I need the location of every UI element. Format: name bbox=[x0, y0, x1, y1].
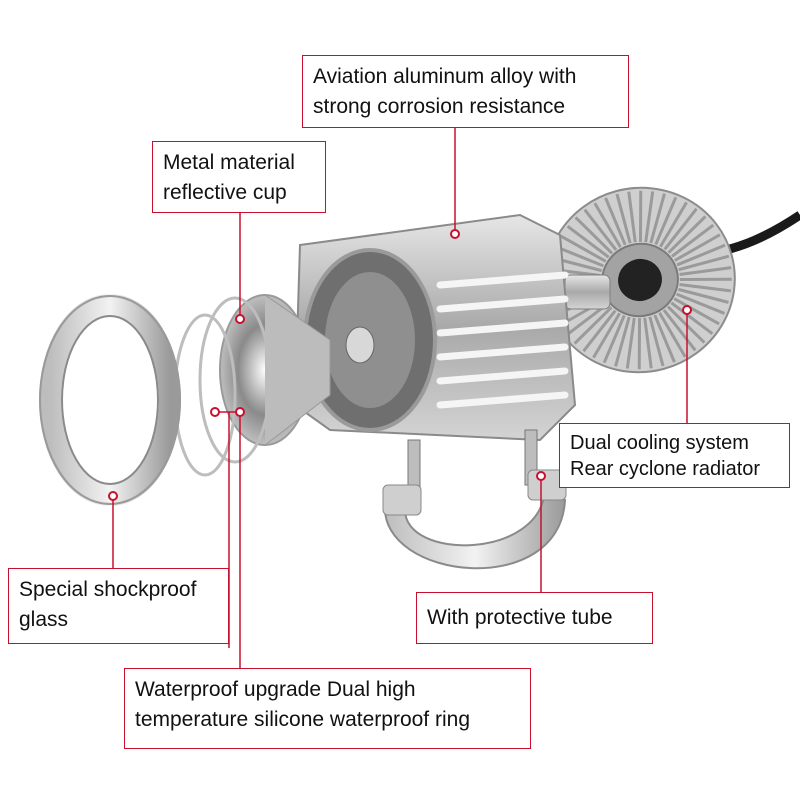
radiator-fin bbox=[676, 243, 726, 267]
radiator-fin bbox=[566, 225, 610, 259]
marker-glass bbox=[108, 491, 118, 501]
reflective-cup bbox=[219, 294, 331, 446]
marker-tube bbox=[536, 471, 546, 481]
callout-waterproof-line2: temperature silicone waterproof ring bbox=[135, 708, 470, 731]
radiator-fin bbox=[663, 207, 698, 251]
marker-waterproof-a bbox=[210, 407, 220, 417]
radiator-fin bbox=[554, 245, 604, 268]
radiator-fin bbox=[602, 314, 626, 364]
radiator-fin bbox=[574, 216, 614, 255]
callout-tube-line1: With protective tube bbox=[427, 606, 613, 629]
radiator-fin bbox=[649, 193, 666, 244]
radiator-fin bbox=[639, 190, 643, 242]
radiator-fin bbox=[582, 309, 617, 353]
radiator-fin bbox=[676, 292, 726, 315]
radiator-fin bbox=[671, 223, 715, 258]
radiator-fin bbox=[670, 301, 714, 335]
housing-fin bbox=[436, 391, 569, 409]
radiator-fin bbox=[659, 201, 688, 248]
radiator-fin bbox=[678, 254, 730, 272]
main-housing bbox=[293, 213, 577, 442]
radiator-connector bbox=[564, 274, 611, 310]
callout-cooling-line1: Dual cooling system bbox=[570, 432, 749, 454]
radiator-fin bbox=[674, 233, 721, 262]
radiator-fin bbox=[583, 208, 618, 251]
radiator-fin bbox=[666, 305, 706, 344]
radiator-fin bbox=[662, 309, 697, 352]
callout-reflective-cup-line2: reflective cup bbox=[163, 181, 287, 204]
radiator-fin bbox=[678, 287, 729, 304]
radiator-fin bbox=[625, 317, 636, 369]
mounting-clamp bbox=[382, 429, 567, 570]
marker-cooling bbox=[682, 305, 692, 315]
callout-aluminum-line2: strong corrosion resistance bbox=[313, 95, 566, 118]
radiator-fin bbox=[614, 316, 631, 367]
radiator-fin bbox=[667, 215, 707, 254]
callout-reflective-cup-line1: Metal material bbox=[163, 151, 295, 174]
radiator-fin bbox=[604, 197, 627, 246]
radiator-fin bbox=[679, 277, 732, 281]
radiator-fin bbox=[654, 196, 678, 246]
radiator-fin bbox=[573, 306, 613, 345]
shockproof-glass-ring bbox=[39, 294, 181, 506]
callout-aluminum-line1: Aviation aluminum alloy with bbox=[313, 65, 577, 88]
radiator-fin bbox=[592, 312, 621, 359]
radiator-fin bbox=[643, 317, 653, 369]
housing-fin bbox=[436, 367, 569, 385]
housing-fin bbox=[436, 343, 569, 361]
radiator-fin bbox=[658, 312, 687, 358]
radiator-fin bbox=[653, 314, 676, 363]
radiator-fin bbox=[560, 234, 607, 263]
callout-reflective-cup: Metal material reflective cup bbox=[152, 141, 326, 213]
callout-aluminum: Aviation aluminum alloy with strong corr… bbox=[302, 55, 629, 128]
radiator-fin bbox=[679, 282, 732, 293]
callout-cooling: Dual cooling system Rear cyclone radiato… bbox=[559, 423, 790, 488]
housing-fin bbox=[436, 319, 569, 337]
marker-reflective-cup bbox=[235, 314, 245, 324]
marker-waterproof-b bbox=[235, 407, 245, 417]
radiator-fin bbox=[648, 316, 665, 367]
callout-waterproof-line1: Waterproof upgrade Dual high bbox=[135, 678, 416, 701]
callout-glass-line2: glass bbox=[19, 608, 69, 631]
radiator-fin bbox=[627, 191, 637, 243]
callout-tube: With protective tube bbox=[416, 592, 653, 644]
marker-aluminum bbox=[450, 229, 460, 239]
radiator-fin bbox=[593, 202, 622, 248]
callout-waterproof: Waterproof upgrade Dual high temperature… bbox=[124, 668, 531, 749]
callout-cooling-line2: Rear cyclone radiator bbox=[570, 458, 761, 480]
callout-glass-line1: Special shockproof bbox=[19, 578, 197, 601]
radiator-fin bbox=[644, 191, 655, 243]
radiator-fin bbox=[615, 193, 632, 244]
radiator-fin bbox=[637, 318, 641, 370]
radiator-fin bbox=[679, 266, 732, 277]
housing-fin bbox=[436, 295, 569, 313]
radiator-fin bbox=[673, 297, 720, 326]
housing-fin bbox=[436, 271, 569, 289]
callout-glass: Special shockproof glass bbox=[8, 568, 229, 644]
